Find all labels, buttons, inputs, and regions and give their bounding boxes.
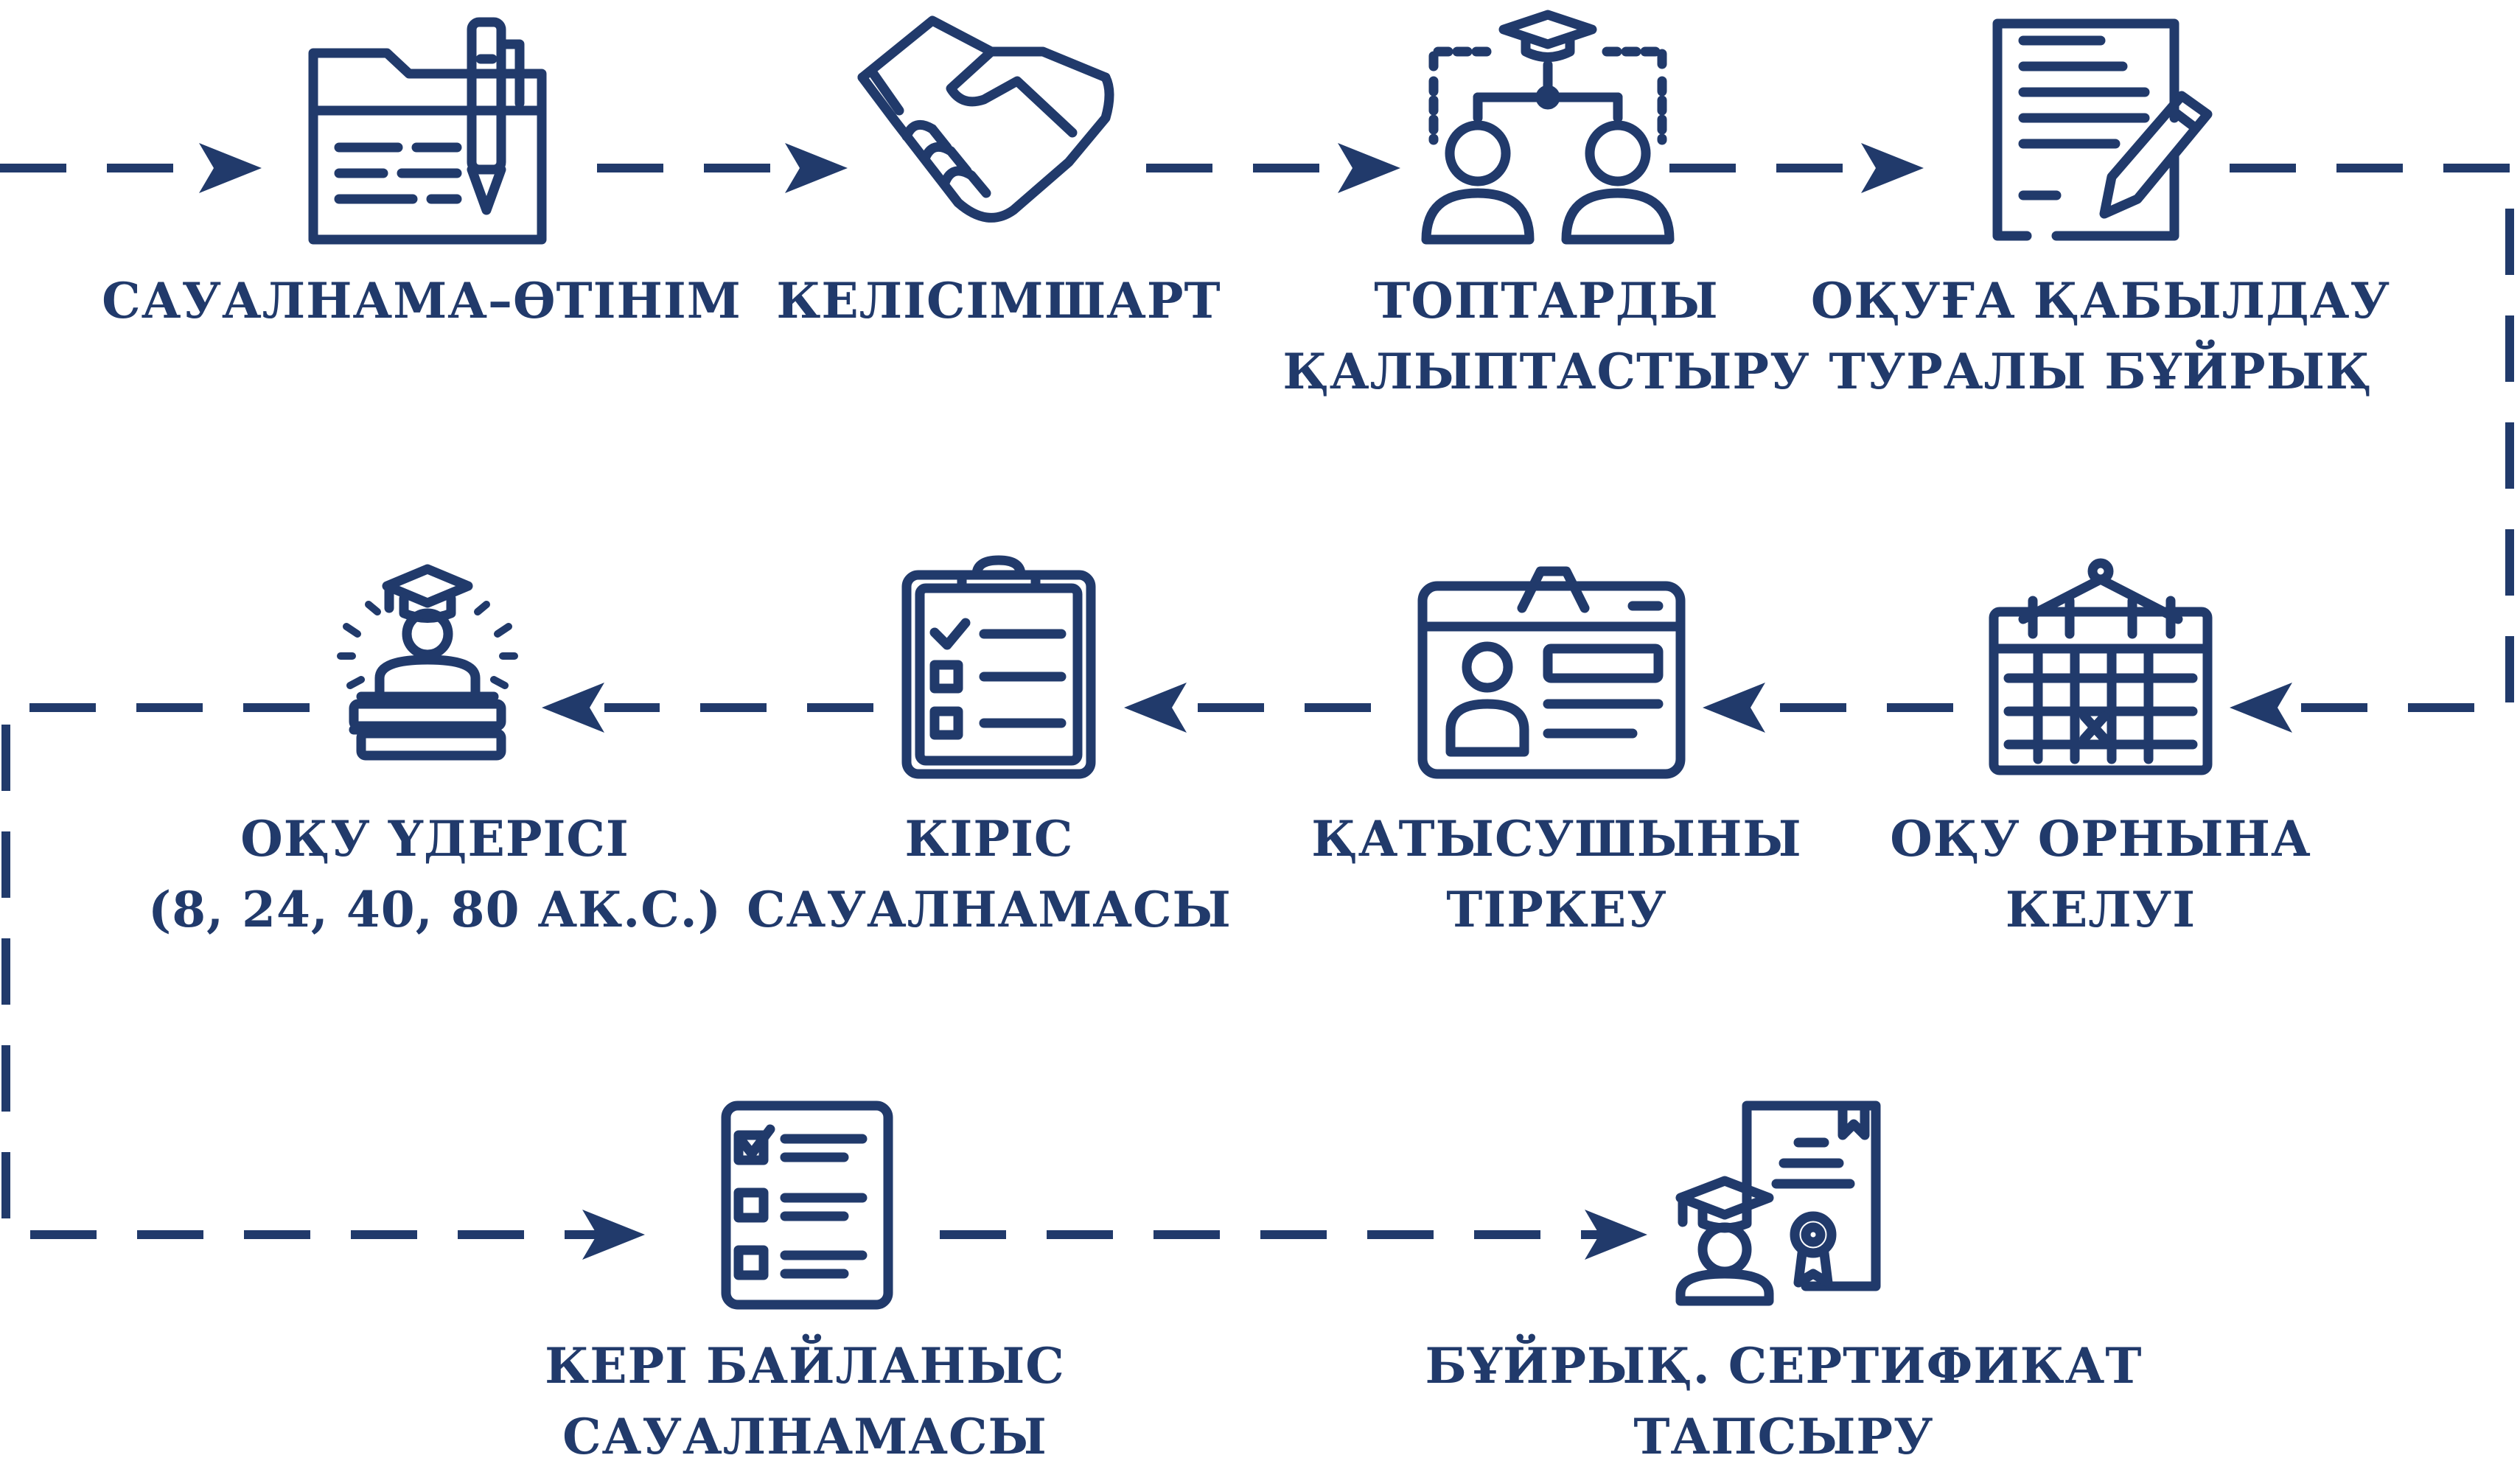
- step-9-line-2: САУАЛНАМАСЫ: [562, 1408, 1047, 1465]
- step-5-line-1: ОҚУ ОРНЫНА: [1890, 810, 2311, 868]
- step-label-2: КЕЛІСІМШАРТ: [776, 265, 1221, 336]
- arrow-left-icon: [2230, 683, 2292, 733]
- step-label-7: КІРІС САУАЛНАМАСЫ: [747, 803, 1232, 945]
- step-label-8: ОҚУ ҮДЕРІСІ (8, 24, 40, 80 АК.С.): [148, 803, 722, 945]
- step-9-line-1: КЕРІ БАЙЛАНЫС: [545, 1337, 1065, 1395]
- group-students-icon: [1421, 10, 1675, 245]
- step-label-5: ОҚУ ОРНЫНА КЕЛУІ: [1890, 803, 2311, 945]
- step-1-line-1: САУАЛНАМА–ӨТІНІМ: [102, 272, 741, 329]
- checklist-form-icon: [721, 1100, 893, 1310]
- step-8-line-1: ОҚУ ҮДЕРІСІ: [240, 810, 629, 868]
- arrow-right-icon: [1338, 143, 1400, 193]
- connector-step-4-to-step-5: [2230, 164, 2514, 712]
- arrow-right-icon: [785, 143, 848, 193]
- step-7-line-2: САУАЛНАМАСЫ: [747, 881, 1232, 938]
- step-8-line-2: (8, 24, 40, 80 АК.С.): [147, 881, 722, 938]
- step-label-4: ОҚУҒА ҚАБЫЛДАУ ТУРАЛЫ БҰЙРЫҚ: [1811, 265, 2390, 407]
- arrow-left-icon: [1703, 683, 1765, 733]
- step-6-line-1: ҚАТЫСУШЫНЫ: [1311, 810, 1802, 868]
- folder-pen-icon: [308, 17, 547, 245]
- step-4-line-2: ТУРАЛЫ БҰЙРЫҚ: [1829, 343, 2373, 400]
- calendar-icon: [1989, 558, 2213, 775]
- step-2-line-1: КЕЛІСІМШАРТ: [776, 272, 1221, 329]
- step-label-1: САУАЛНАМА–ӨТІНІМ: [102, 265, 741, 336]
- step-5-line-2: КЕЛУІ: [2005, 881, 2196, 938]
- connector-step-8-to-step-9: [1, 703, 604, 1239]
- step-label-9: КЕРІ БАЙЛАНЫС САУАЛНАМАСЫ: [545, 1330, 1065, 1472]
- arrow-right-icon: [199, 143, 262, 193]
- graduate-books-icon: [337, 564, 518, 761]
- step-label-6: ҚАТЫСУШЫНЫ ТІРКЕУ: [1311, 803, 1801, 945]
- step-4-line-1: ОҚУҒА ҚАБЫЛДАУ: [1810, 272, 2391, 329]
- connector-lines: [0, 164, 2514, 1239]
- step-label-3: ТОПТАРДЫ ҚАЛЫПТАСТЫРУ: [1282, 265, 1809, 407]
- arrow-heads: [199, 143, 2292, 1260]
- step-7-line-1: КІРІС: [904, 810, 1074, 868]
- arrow-right-icon: [582, 1210, 645, 1260]
- arrow-left-icon: [542, 683, 604, 733]
- arrow-right-icon: [1861, 143, 1924, 193]
- document-pen-icon: [1992, 18, 2213, 241]
- step-label-10: БҰЙРЫҚ. СЕРТИФИКАТ ТАПСЫРУ: [1425, 1330, 2142, 1472]
- step-3-line-2: ҚАЛЫПТАСТЫРУ: [1282, 343, 1810, 400]
- clipboard-checklist-icon: [901, 555, 1096, 779]
- step-3-line-1: ТОПТАРДЫ: [1374, 272, 1719, 329]
- graduate-certificate-icon: [1675, 1100, 1881, 1306]
- arrow-left-icon: [1124, 683, 1187, 733]
- id-card-icon: [1417, 566, 1686, 779]
- arrow-right-icon: [1585, 1210, 1647, 1260]
- step-6-line-2: ТІРКЕУ: [1446, 881, 1667, 938]
- handshake-icon: [857, 15, 1114, 223]
- step-10-line-1: БҰЙРЫҚ. СЕРТИФИКАТ: [1425, 1337, 2143, 1395]
- step-10-line-2: ТАПСЫРУ: [1633, 1408, 1934, 1465]
